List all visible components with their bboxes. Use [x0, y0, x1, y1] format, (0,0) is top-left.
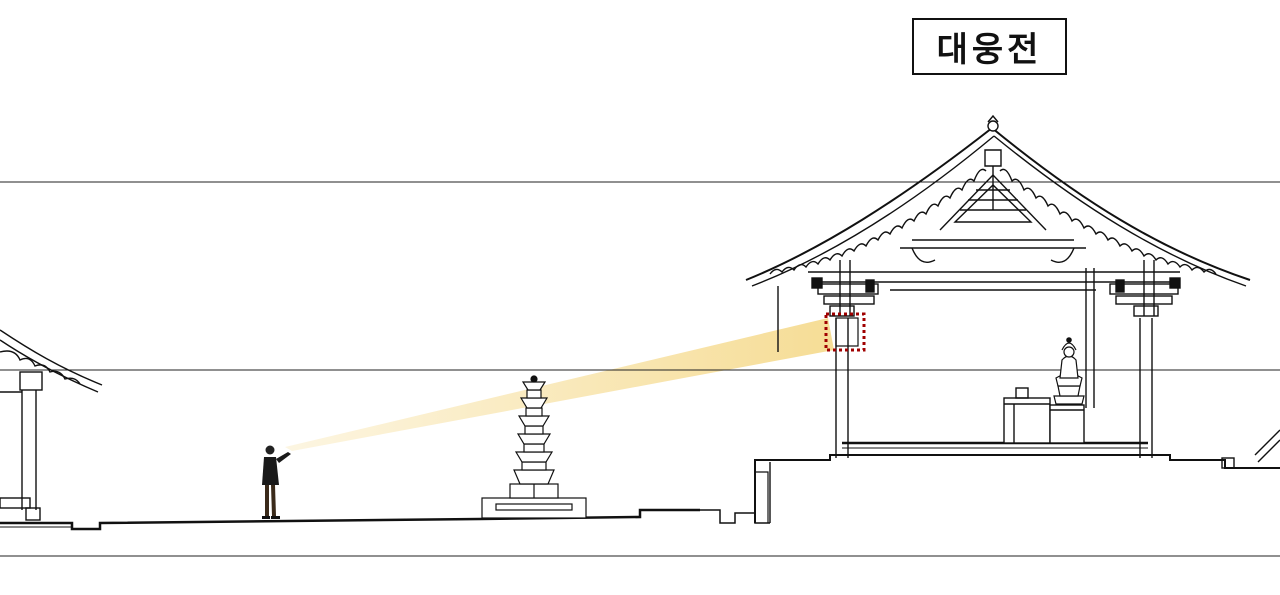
left-hall-fragment [0, 329, 103, 521]
buddha-statue-icon [1053, 337, 1085, 405]
courtyard-ground [0, 508, 770, 531]
stone-pagoda-icon [481, 375, 587, 519]
highlighted-bracket [835, 317, 859, 347]
highlight-bracket-box [824, 312, 866, 352]
person-figure-icon [262, 445, 291, 519]
title-box: 대웅전 [912, 18, 1067, 75]
hall-title: 대웅전 [936, 30, 1043, 70]
sightline-beam [285, 318, 834, 451]
